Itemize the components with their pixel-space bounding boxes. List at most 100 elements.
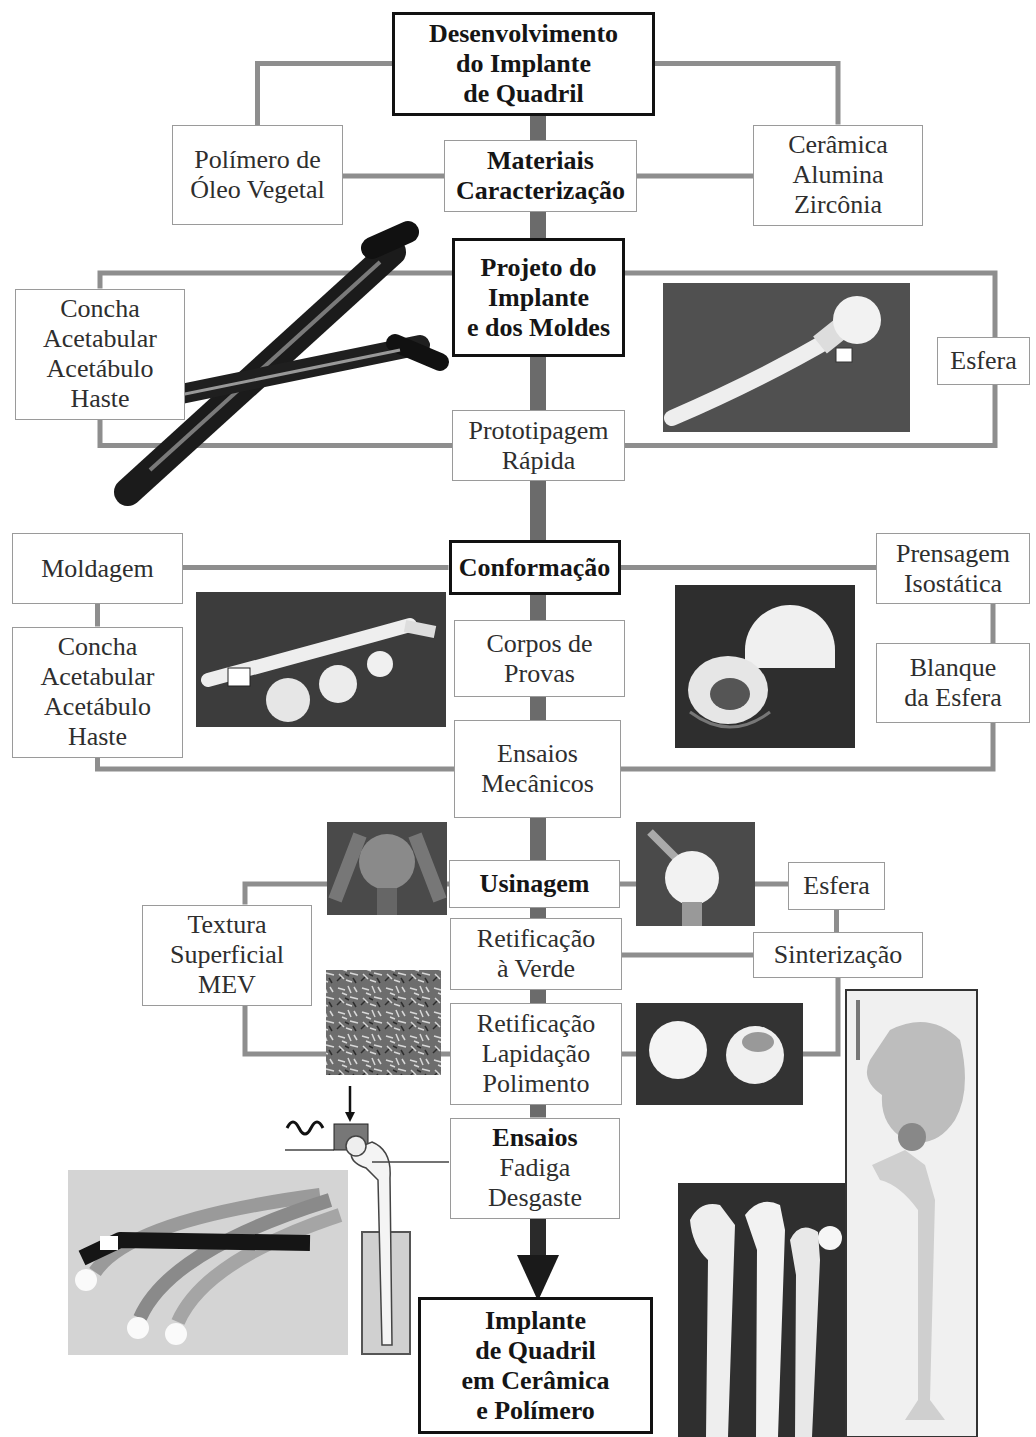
stage-box: Desenvolvimento do Implante de Quadril: [392, 12, 655, 116]
connector-line: [258, 64, 393, 126]
fatigue-test-schematic: [287, 1122, 323, 1134]
prosthesis-stems-photo: [100, 1236, 118, 1250]
text-line: Superficial: [170, 940, 284, 970]
text-line: Provas: [486, 659, 592, 689]
stem-photo: [663, 283, 910, 432]
process-box: Prensagem Isostática: [876, 533, 1030, 604]
flow-spine: [530, 818, 546, 860]
connector-line: [95, 604, 100, 627]
process-box: Corpos de Provas: [454, 620, 625, 697]
flow-spine: [530, 908, 546, 918]
femur-models-photo: [678, 1183, 846, 1437]
sphere-blank-photo: [690, 712, 770, 727]
box-text: Retificação Lapidação Polimento: [477, 1009, 595, 1099]
text-line: Moldagem: [41, 554, 154, 584]
process-box: Polímero de Óleo Vegetal: [172, 125, 343, 225]
text-line: em Cerâmica: [462, 1366, 610, 1396]
sphere-blank-photo: [675, 585, 855, 748]
test-specimens-photo: [196, 592, 446, 727]
hip-joint-model: [872, 1150, 945, 1420]
connector-line: [622, 953, 753, 958]
text-line: Projeto do: [467, 253, 610, 283]
text-line: Fadiga: [488, 1153, 582, 1183]
text-line: Polimento: [477, 1069, 595, 1099]
text-line: Caracterização: [456, 176, 625, 206]
test-specimens-photo: [228, 668, 250, 686]
flow-spine: [530, 990, 546, 1003]
connector-line: [98, 758, 455, 770]
process-box: Materiais Caracterização: [444, 140, 637, 212]
prosthesis-stem-photo: [180, 350, 400, 395]
flow-spine: [530, 116, 546, 141]
text-line: Materiais: [456, 146, 625, 176]
hip-joint-model: [846, 990, 977, 1437]
text-line: Sinterização: [774, 940, 903, 970]
stage-box: Projeto do Implante e dos Moldes: [452, 238, 625, 357]
connector-line: [834, 910, 839, 932]
stem-photo: [833, 296, 881, 344]
text-line: Textura: [170, 910, 284, 940]
machining-photo: [665, 851, 719, 905]
text-line: Acetábulo: [43, 354, 157, 384]
flow-spine: [530, 1219, 546, 1256]
finished-spheres-photo: [726, 1026, 784, 1084]
test-specimens-photo: [367, 651, 393, 677]
prosthesis-stems-photo: [127, 1317, 149, 1339]
text-line: Ensaios: [481, 739, 594, 769]
text-line: Lapidação: [477, 1039, 595, 1069]
prosthesis-stems-photo: [75, 1269, 97, 1291]
sem-texture-photo: [326, 970, 441, 1075]
text-line: à Verde: [477, 954, 595, 984]
stage-box: Conformação: [449, 540, 621, 595]
process-box: Esfera: [937, 337, 1030, 385]
text-line: Cerâmica: [788, 130, 888, 160]
test-specimens-photo: [266, 678, 310, 722]
connector-line: [183, 565, 449, 570]
connector-line: [655, 64, 838, 125]
process-box: Concha Acetabular Acetábulo Haste: [12, 627, 183, 758]
machining-photo: [359, 834, 415, 890]
machining-photo: [636, 822, 755, 926]
box-text: Moldagem: [41, 554, 154, 584]
text-line: Mecânicos: [481, 769, 594, 799]
box-text: Usinagem: [480, 869, 590, 899]
box-text: Blanque da Esfera: [904, 653, 1001, 713]
box-text: Prototipagem Rápida: [468, 416, 608, 476]
flow-spine: [530, 357, 546, 410]
process-box: EnsaiosFadiga Desgaste: [450, 1118, 620, 1219]
fatigue-test-schematic: [349, 1086, 352, 1116]
finished-spheres-photo: [742, 1032, 774, 1052]
process-box: Sinterização: [753, 932, 923, 978]
text-line: Corpos de: [486, 629, 592, 659]
connector-line: [991, 604, 996, 643]
text-line: Haste: [40, 722, 154, 752]
prosthesis-stems-photo: [178, 1215, 340, 1322]
sphere-blank-photo: [688, 656, 768, 724]
box-text: Corpos de Provas: [486, 629, 592, 689]
text-line: Haste: [43, 384, 157, 414]
text-line: e Polímero: [462, 1396, 610, 1426]
prosthesis-stem-photo: [395, 343, 440, 362]
sem-texture-photo: [326, 970, 441, 1075]
text-line: MEV: [170, 970, 284, 1000]
text-line: Prensagem: [896, 539, 1010, 569]
process-box: Concha Acetabular Acetábulo Haste: [15, 289, 185, 420]
text-line: da Esfera: [904, 683, 1001, 713]
prosthesis-stems-photo: [165, 1323, 187, 1345]
text-line: Concha: [40, 632, 154, 662]
process-box: Esfera: [788, 862, 885, 910]
fatigue-test-schematic: [285, 1149, 334, 1151]
process-box: Prototipagem Rápida: [452, 410, 625, 481]
box-text: Materiais Caracterização: [456, 146, 625, 206]
text-line: de Quadril: [462, 1336, 610, 1366]
text-line: Acetábulo: [40, 692, 154, 722]
machining-photo: [327, 822, 447, 915]
text-line: Alumina: [788, 160, 888, 190]
box-text: Prensagem Isostática: [896, 539, 1010, 599]
process-box: Ensaios Mecânicos: [454, 720, 621, 818]
text-line: Esfera: [950, 346, 1016, 376]
fatigue-test-schematic: [351, 1142, 392, 1345]
process-box: Retificação à Verde: [450, 918, 622, 990]
box-text: Cerâmica Alumina Zircônia: [788, 130, 888, 220]
